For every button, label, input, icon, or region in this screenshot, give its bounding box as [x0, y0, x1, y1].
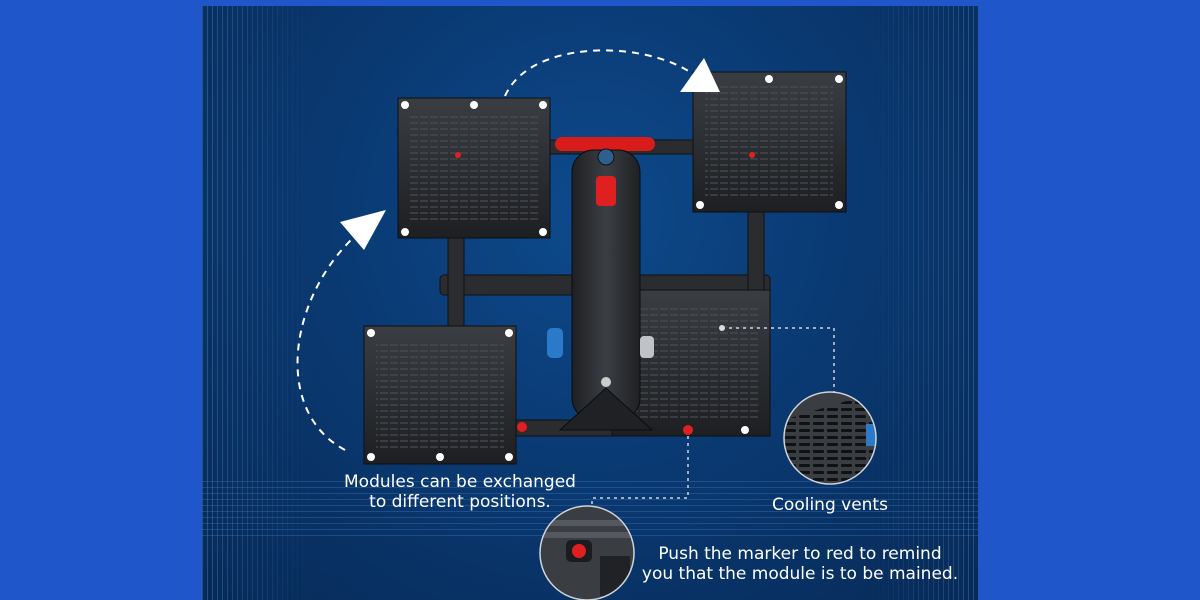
marker-zoom — [539, 505, 635, 600]
caption-marker-line2: you that the module is to be mained. — [641, 564, 959, 584]
callout-lines — [591, 327, 835, 508]
caption-modules-exchange: Modules can be exchanged to different po… — [330, 472, 590, 512]
caption-modules-line1: Modules can be exchanged — [344, 472, 576, 492]
carry-handle — [547, 137, 655, 431]
module-top-left — [397, 97, 551, 239]
caption-marker: Push the marker to red to remind you tha… — [640, 544, 960, 584]
module-bottom-left — [363, 325, 517, 465]
cooling-vents-zoom — [783, 391, 877, 485]
red-marker-indicators — [455, 152, 755, 435]
caption-marker-line1: Push the marker to red to remind — [658, 544, 942, 564]
module-top-right — [692, 71, 847, 213]
dashed-curved-arrow-icon-top — [504, 49, 720, 97]
product-feature-panel — [202, 6, 978, 600]
caption-cooling-vents: Cooling vents — [772, 495, 888, 515]
dashed-curved-arrow-icon — [296, 210, 386, 451]
left-light-stripes — [202, 6, 312, 600]
right-light-stripes — [868, 6, 978, 600]
caption-modules-line2: to different positions. — [369, 492, 551, 512]
